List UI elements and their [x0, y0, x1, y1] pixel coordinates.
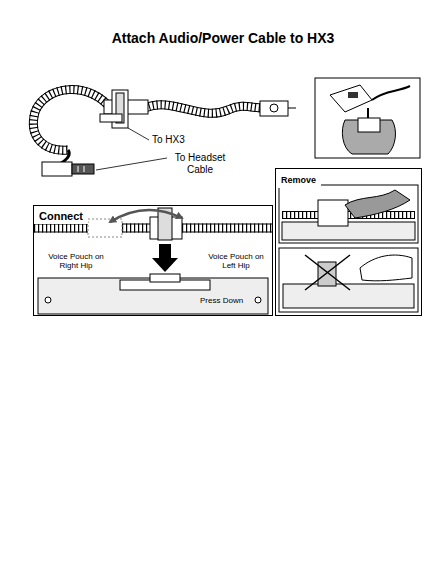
connector-inset [315, 78, 420, 158]
instruction-label: Press Down [198, 296, 245, 305]
panel-heading: Remove [276, 174, 321, 188]
cable-label: To Headset Cable [168, 152, 232, 175]
panel-heading: Connect [34, 208, 88, 224]
remove-illustration [279, 185, 418, 312]
position-label: Voice Pouch on Left Hip [202, 252, 270, 270]
connect-illustration [34, 208, 272, 314]
cable-label: To HX3 [152, 134, 212, 146]
leader-line [96, 158, 167, 170]
hx3-connector [100, 90, 148, 128]
panel-box: Remove [275, 168, 422, 316]
end-connector [260, 101, 296, 116]
page-title: Attach Audio/Power Cable to HX3 [0, 30, 446, 46]
position-label: Voice Pouch on Right Hip [40, 252, 112, 270]
headset-plug [42, 162, 94, 176]
leader-line [128, 128, 149, 140]
coiled-cable [33, 90, 262, 164]
